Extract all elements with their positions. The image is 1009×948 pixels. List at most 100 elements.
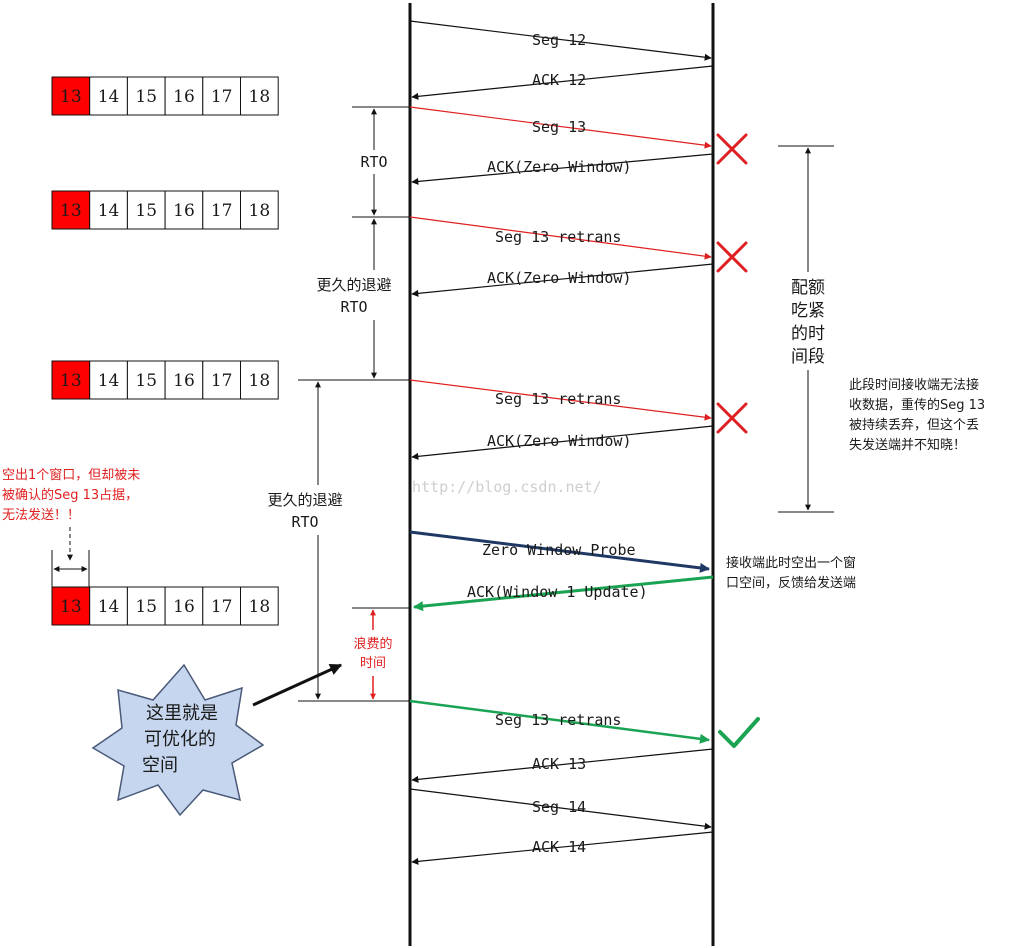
window-cell: 18 <box>240 76 279 116</box>
window-cell: 14 <box>89 190 128 230</box>
window-cell-box <box>240 586 279 626</box>
message-label-seg-13-retrans-3: Seg 13 retrans <box>495 711 621 729</box>
window-cell: 15 <box>126 360 166 400</box>
quota-label-line-1: 配额 <box>791 278 825 298</box>
quota-label-line-2: 吃紧 <box>791 301 825 321</box>
star-text-line-1: 这里就是 <box>146 703 218 724</box>
send-window-row: 13 14 15 16 17 18 <box>51 76 279 116</box>
watermark-text: http://blog.csdn.net/ <box>412 478 602 496</box>
message-arrow-ack-zero-window-2 <box>411 263 714 297</box>
message-label-seg-13-retrans-1: Seg 13 retrans <box>495 228 621 246</box>
window-cell-number: 18 <box>249 597 271 617</box>
window-cell: 15 <box>126 76 166 116</box>
window-cell: 13 <box>51 360 91 400</box>
window-cell-number: 17 <box>211 597 233 617</box>
message-arrow-ack-window-1-update <box>413 575 714 612</box>
message-arrow-ack-14 <box>411 831 714 865</box>
window-cell-number: 16 <box>173 371 195 391</box>
right-note-line-4: 失发送端并不知晓！ <box>849 437 966 453</box>
window-cell: 17 <box>202 360 242 400</box>
window-cell-number: 18 <box>249 371 271 391</box>
left-note-line-3: 无法发送！！ <box>2 507 80 523</box>
message-label-seg-13: Seg 13 <box>532 118 586 136</box>
window-cell: 15 <box>126 190 166 230</box>
receiver-note-line-1: 接收端此时空出一个窗 <box>726 555 856 571</box>
window-cell-number: 13 <box>60 87 82 107</box>
message-label-zero-window-probe: Zero Window Probe <box>482 541 636 559</box>
receiver-note-line-2: 口空间，反馈给发送端 <box>726 575 856 591</box>
message-label-ack-14: ACK 14 <box>532 838 586 856</box>
window-cell-number: 17 <box>211 371 233 391</box>
message-label-ack-12: ACK 12 <box>532 71 586 89</box>
window-cell-box <box>51 190 91 230</box>
message-label-seg-12: Seg 12 <box>532 31 586 49</box>
window-cell-number: 15 <box>135 87 157 107</box>
window-cell: 14 <box>89 76 128 116</box>
message-arrow-ack-12 <box>411 65 714 100</box>
window-cell: 18 <box>240 586 279 626</box>
window-cell-box <box>51 586 91 626</box>
message-label-seg-14: Seg 14 <box>532 798 586 816</box>
message-label-ack-zero-window-2: ACK(Zero Window) <box>487 269 632 287</box>
message-label-seg-13-retrans-2: Seg 13 retrans <box>495 390 621 408</box>
window-cell-number: 17 <box>211 87 233 107</box>
window-cell: 16 <box>164 76 204 116</box>
window-cell-number: 15 <box>135 597 157 617</box>
window-cell-box <box>240 360 279 400</box>
window-cell: 15 <box>126 586 166 626</box>
longer-backoff-1-rto-label: RTO <box>340 298 367 316</box>
lost-cross-mark-2 <box>716 241 748 273</box>
window-cell: 14 <box>89 360 128 400</box>
window-cell-box <box>126 586 166 626</box>
rto-label: RTO <box>360 153 387 171</box>
window-cell-number: 14 <box>98 201 120 221</box>
lost-cross-mark-1 <box>716 133 748 165</box>
wasted-time-label-line-2: 时间 <box>360 656 386 671</box>
window-cell: 17 <box>202 190 242 230</box>
right-note-line-2: 收数据，重传的Seg 13 <box>849 397 985 413</box>
window-cell-box <box>240 190 279 230</box>
window-cell-box <box>202 190 242 230</box>
message-arrow-seg-12 <box>409 20 712 61</box>
quota-label-line-3: 的时 <box>791 324 825 344</box>
star-text-line-3: 空间 <box>142 755 178 776</box>
window-cell: 18 <box>240 360 279 400</box>
window-cell-number: 18 <box>249 201 271 221</box>
quota-label-line-4: 间段 <box>791 347 825 367</box>
message-label-ack-13: ACK 13 <box>532 755 586 773</box>
window-cell-number: 13 <box>60 597 82 617</box>
left-note-line-2: 被确认的Seg 13占据， <box>2 487 138 503</box>
message-arrow-zero-window-probe <box>409 530 710 573</box>
window-cell-number: 18 <box>249 87 271 107</box>
lost-cross-mark-3 <box>716 402 748 434</box>
window-cell-number: 13 <box>60 201 82 221</box>
window-cell: 17 <box>202 586 242 626</box>
window-cell: 16 <box>164 586 204 626</box>
window-cell: 17 <box>202 76 242 116</box>
message-arrow-ack-13 <box>411 748 714 783</box>
message-arrow-seg-13-retrans-1 <box>409 216 712 260</box>
window-cell-box <box>202 360 242 400</box>
window-cell-box <box>164 76 204 116</box>
window-cell-number: 14 <box>98 87 120 107</box>
window-cell-box <box>89 190 128 230</box>
message-label-ack-zero-window-3: ACK(Zero Window) <box>487 432 632 450</box>
window-cell-number: 17 <box>211 201 233 221</box>
message-arrow-seg-13-retrans-2 <box>409 379 712 421</box>
window-cell-box <box>164 190 204 230</box>
window-cell-box <box>89 76 128 116</box>
message-label-ack-zero-window-1: ACK(Zero Window) <box>487 158 632 176</box>
left-note-line-1: 空出1个窗口，但却被未 <box>2 467 140 483</box>
window-cell: 13 <box>51 586 91 626</box>
window-cell-number: 13 <box>60 371 82 391</box>
star-pointer-arrow <box>252 663 343 707</box>
message-arrow-ack-zero-window-3 <box>411 425 714 460</box>
window-cell-box <box>240 76 279 116</box>
longer-backoff-1-label: 更久的退避 <box>316 276 391 294</box>
message-arrow-seg-13 <box>409 106 712 149</box>
window-cell-number: 16 <box>173 597 195 617</box>
